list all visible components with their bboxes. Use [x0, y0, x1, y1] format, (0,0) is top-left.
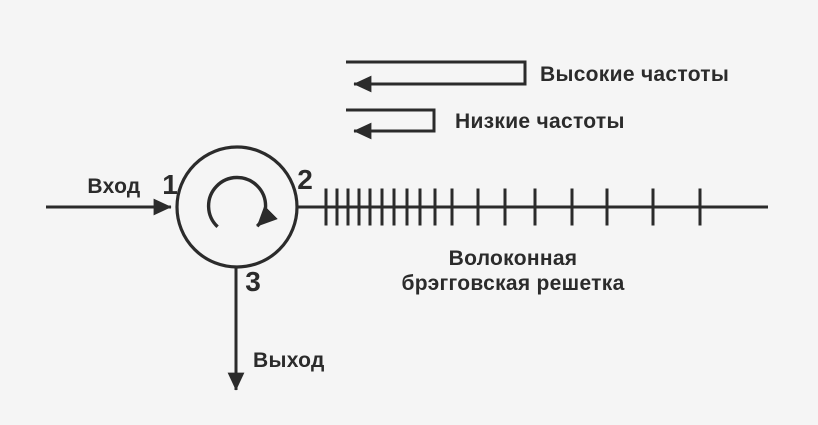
- fiber-bragg-grating: Волоконная брэгговская решетка: [297, 188, 768, 295]
- output-branch: Выход: [227, 267, 325, 391]
- grating-ticks: [324, 188, 702, 226]
- output-label: Выход: [253, 349, 325, 372]
- circulator-rotation-arrow: [206, 175, 278, 229]
- input-label: Вход: [87, 175, 140, 198]
- legend-low-frequencies: Низкие частоты: [346, 108, 625, 140]
- circulator: 2 3: [175, 145, 313, 297]
- grating-label-line1: Волоконная: [449, 247, 578, 270]
- input-branch: Вход 1: [46, 169, 178, 216]
- legend-low-label: Низкие частоты: [455, 110, 625, 133]
- low-frequencies-reflect-arrow: [346, 108, 436, 140]
- grating-label-line2: брэгговская решетка: [401, 272, 624, 295]
- port-3-label: 3: [245, 266, 261, 297]
- circulator-circle: [175, 145, 299, 269]
- legend-high-frequencies: Высокие частоты: [346, 60, 729, 93]
- legend-high-label: Высокие частоты: [540, 63, 729, 86]
- port-1-label: 1: [162, 169, 178, 200]
- port-2-label: 2: [297, 164, 313, 195]
- high-frequencies-reflect-arrow: [346, 60, 527, 93]
